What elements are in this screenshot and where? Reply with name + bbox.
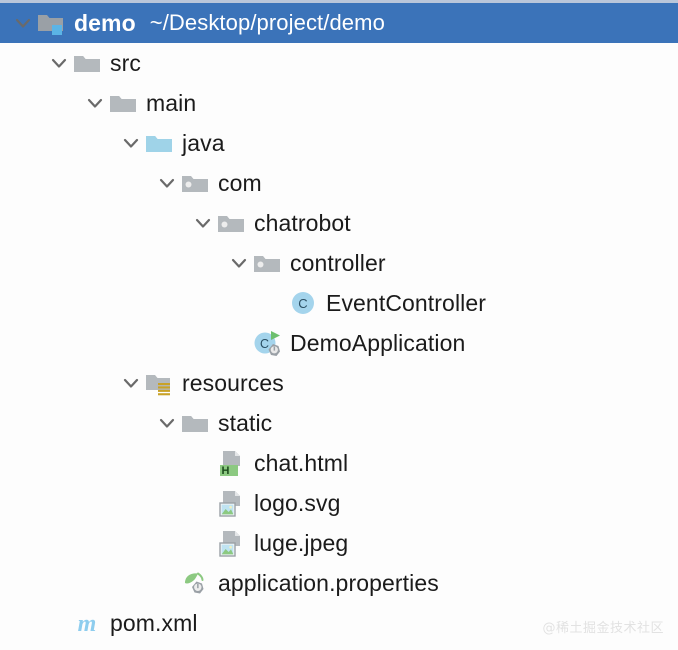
source-root-folder-icon: [144, 128, 174, 158]
tree-row-demoapplication[interactable]: C DemoApplication: [0, 323, 678, 363]
tree-indent-spacer: [0, 403, 154, 443]
tree-row-pom-xml[interactable]: m pom.xml: [0, 603, 678, 643]
tree-row-resources[interactable]: resources: [0, 363, 678, 403]
tree-row-label: chat.html: [254, 449, 349, 476]
svg-text:H: H: [222, 465, 230, 477]
tree-row-demo[interactable]: demo ~/Desktop/project/demo: [0, 3, 678, 43]
tree-row-label: controller: [290, 249, 386, 276]
tree-row-label: luge.jpeg: [254, 529, 349, 556]
tree-leaf-spacer: [226, 323, 252, 363]
tree-leaf-spacer: [46, 603, 72, 643]
chevron-down-icon[interactable]: [118, 123, 144, 163]
tree-indent-spacer: [0, 523, 190, 563]
tree-row-label: com: [218, 169, 262, 196]
chevron-down-icon[interactable]: [46, 43, 72, 83]
package-folder-icon: [180, 168, 210, 198]
tree-row-label: src: [110, 49, 141, 76]
image-file-icon: [216, 488, 246, 518]
html-file-icon: H: [216, 448, 246, 478]
chevron-down-icon[interactable]: [154, 163, 180, 203]
tree-indent-spacer: [0, 203, 190, 243]
svg-text:C: C: [260, 337, 269, 351]
tree-indent-spacer: [0, 323, 226, 363]
tree-indent-spacer: [0, 603, 46, 643]
spring-boot-application-class-icon: C: [252, 328, 282, 358]
tree-indent-spacer: [0, 123, 118, 163]
chevron-down-icon[interactable]: [154, 403, 180, 443]
tree-leaf-spacer: [190, 443, 216, 483]
module-folder-icon: [36, 8, 66, 38]
tree-row-label: demo: [74, 9, 136, 36]
maven-file-icon: m: [72, 608, 102, 638]
tree-indent-spacer: [0, 443, 190, 483]
tree-row-controller[interactable]: controller: [0, 243, 678, 283]
tree-row-luge-jpeg[interactable]: luge.jpeg: [0, 523, 678, 563]
package-folder-icon: [252, 248, 282, 278]
tree-indent-spacer: [0, 283, 262, 323]
tree-row-label: static: [218, 409, 273, 436]
tree-indent-spacer: [0, 363, 118, 403]
tree-row-label: resources: [182, 369, 284, 396]
spring-properties-file-icon: [180, 568, 210, 598]
tree-row-path: ~/Desktop/project/demo: [149, 10, 385, 35]
tree-row-java[interactable]: java: [0, 123, 678, 163]
watermark: @稀土掘金技术社区: [542, 621, 664, 636]
chevron-down-icon[interactable]: [10, 3, 36, 43]
tree-indent-spacer: [0, 243, 226, 283]
window-top-strip: [0, 0, 678, 3]
image-file-icon: [216, 528, 246, 558]
resources-root-folder-icon: [144, 368, 174, 398]
java-class-icon: C: [288, 288, 318, 318]
folder-icon: [72, 48, 102, 78]
tree-row-com[interactable]: com: [0, 163, 678, 203]
tree-indent-spacer: [0, 163, 154, 203]
tree-row-label: application.properties: [218, 569, 439, 596]
folder-icon: [108, 88, 138, 118]
chevron-down-icon[interactable]: [82, 83, 108, 123]
chevron-down-icon[interactable]: [190, 203, 216, 243]
tree-indent-spacer: [0, 563, 154, 603]
tree-row-label: logo.svg: [254, 489, 341, 516]
tree-row-label: chatrobot: [254, 209, 351, 236]
tree-indent-spacer: [0, 483, 190, 523]
tree-leaf-spacer: [262, 283, 288, 323]
tree-indent-spacer: [0, 83, 82, 123]
tree-row-logo-svg[interactable]: logo.svg: [0, 483, 678, 523]
tree-row-chatrobot[interactable]: chatrobot: [0, 203, 678, 243]
tree-row-static[interactable]: static: [0, 403, 678, 443]
chevron-down-icon[interactable]: [226, 243, 252, 283]
folder-icon: [180, 408, 210, 438]
tree-row-eventcontroller[interactable]: C EventController: [0, 283, 678, 323]
tree-leaf-spacer: [154, 563, 180, 603]
tree-row-label: main: [146, 89, 197, 116]
package-folder-icon: [216, 208, 246, 238]
tree-row-application-properties[interactable]: application.properties: [0, 563, 678, 603]
tree-row-label: EventController: [326, 289, 487, 316]
chevron-down-icon[interactable]: [118, 363, 144, 403]
tree-row-src[interactable]: src: [0, 43, 678, 83]
tree-indent-spacer: [0, 43, 46, 83]
tree-row-main[interactable]: main: [0, 83, 678, 123]
tree-indent-spacer: [0, 3, 10, 43]
svg-text:C: C: [298, 296, 307, 311]
tree-row-label: DemoApplication: [290, 329, 466, 356]
tree-leaf-spacer: [190, 523, 216, 563]
tree-leaf-spacer: [190, 483, 216, 523]
svg-text:m: m: [78, 611, 97, 637]
tree-row-label: java: [182, 129, 225, 156]
tree-row-label: pom.xml: [110, 609, 198, 636]
